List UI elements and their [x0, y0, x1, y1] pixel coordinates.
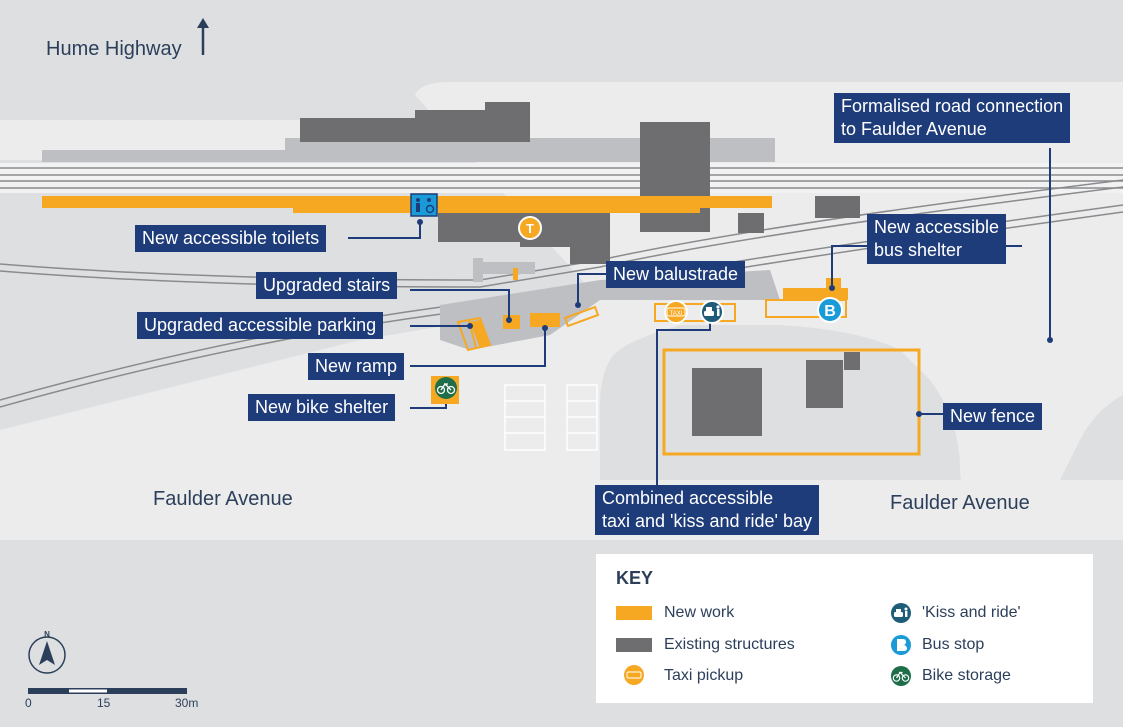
- scale-label-0: 0: [25, 696, 32, 710]
- key-title: KEY: [616, 568, 654, 588]
- stairs-landing: [480, 262, 535, 274]
- scale-label-30m: 30m: [175, 696, 199, 710]
- key-taxi: Taxi pickup: [664, 667, 744, 684]
- callout-bike-shelter: New bike shelter: [248, 394, 396, 421]
- callout-road-connection-line1: Formalised road connection: [841, 96, 1064, 116]
- concourse-south: [440, 270, 780, 350]
- bus-shelter-block: [783, 288, 848, 300]
- callout-upgraded-stairs: Upgraded stairs: [256, 272, 398, 299]
- map-key: KEY New work Existing structures Taxi pi…: [596, 554, 1093, 703]
- key-kiss-and-ride-icon: [891, 603, 911, 623]
- callout-accessible-toilets: New accessible toilets: [135, 225, 327, 252]
- callout-taxi-bay-line1: Combined accessible: [602, 488, 774, 508]
- taxi-bay-outline: [654, 303, 736, 322]
- hume-highway-arrow-icon: [197, 18, 209, 55]
- scale-label-15: 15: [97, 696, 111, 710]
- callout-taxi-bay-line2: taxi and 'kiss and ride' bay: [602, 511, 812, 531]
- faulder-avenue-east-label: Faulder Avenue: [890, 492, 1030, 514]
- bus-stop-icon: B: [817, 297, 843, 323]
- key-taxi-icon: [624, 665, 644, 685]
- new-work: [42, 196, 848, 329]
- parking-bays: [504, 384, 598, 451]
- ramp-block: [530, 313, 560, 327]
- key-bus-stop-icon: [891, 635, 911, 655]
- new-fence: [662, 348, 921, 456]
- taxi-icon: TAXI: [664, 300, 688, 324]
- upgraded-stairs-block: [503, 315, 520, 329]
- key-bike-storage: Bike storage: [922, 667, 1011, 684]
- callout-bus-shelter: New accessible bus shelter: [867, 214, 1007, 264]
- callout-bus-shelter-line1: New accessible: [874, 217, 1000, 237]
- callout-new-fence: New fence: [943, 403, 1043, 430]
- compass-icon: [28, 636, 66, 674]
- faulder-avenue: [0, 480, 1123, 540]
- key-existing: Existing structures: [664, 636, 795, 653]
- depot-building-1: [692, 368, 762, 436]
- faulder-avenue-west-label: Faulder Avenue: [153, 488, 293, 510]
- key-bus-stop: Bus stop: [922, 636, 985, 653]
- key-new-work: New work: [664, 604, 735, 621]
- top-left-block: [0, 88, 300, 120]
- existing-swatch: [616, 638, 652, 652]
- train-letter: T: [526, 221, 534, 236]
- lot-south-west: [0, 540, 478, 727]
- callout-taxi-bay: Combined accessible taxi and 'kiss and r…: [595, 485, 819, 535]
- bus-bay-outline: [765, 299, 847, 318]
- bus-letter: B: [824, 303, 836, 320]
- new-work-outlines: [456, 299, 921, 456]
- parking-fill: [470, 320, 490, 348]
- callout-bus-shelter-line2: bus shelter: [874, 240, 963, 260]
- depot-building-2: [806, 360, 843, 408]
- compass-north-letter: N: [44, 630, 50, 639]
- kiss-and-ride-icon: [700, 300, 724, 324]
- callout-accessible-parking: Upgraded accessible parking: [137, 312, 384, 339]
- key-bike-icon: [891, 666, 911, 686]
- callout-balustrade: New balustrade: [606, 261, 746, 288]
- hume-highway-label: Hume Highway: [46, 38, 182, 60]
- key-kiss-and-ride: 'Kiss and ride': [922, 604, 1021, 621]
- leader-lines: [348, 148, 1051, 486]
- train-station-icon: T: [518, 216, 542, 240]
- new-work-swatch: [616, 606, 652, 620]
- scale-bar: [28, 688, 187, 694]
- bike-shelter-icon: [431, 376, 459, 404]
- callout-new-ramp: New ramp: [308, 353, 405, 380]
- callout-road-connection-line2: to Faulder Avenue: [841, 119, 987, 139]
- accessible-toilets-icon: [410, 193, 438, 217]
- callout-road-connection: Formalised road connection to Faulder Av…: [834, 93, 1071, 143]
- stairs-side: [473, 258, 483, 282]
- balustrade-outline: [563, 305, 600, 328]
- taxi-text: TAXI: [670, 311, 683, 317]
